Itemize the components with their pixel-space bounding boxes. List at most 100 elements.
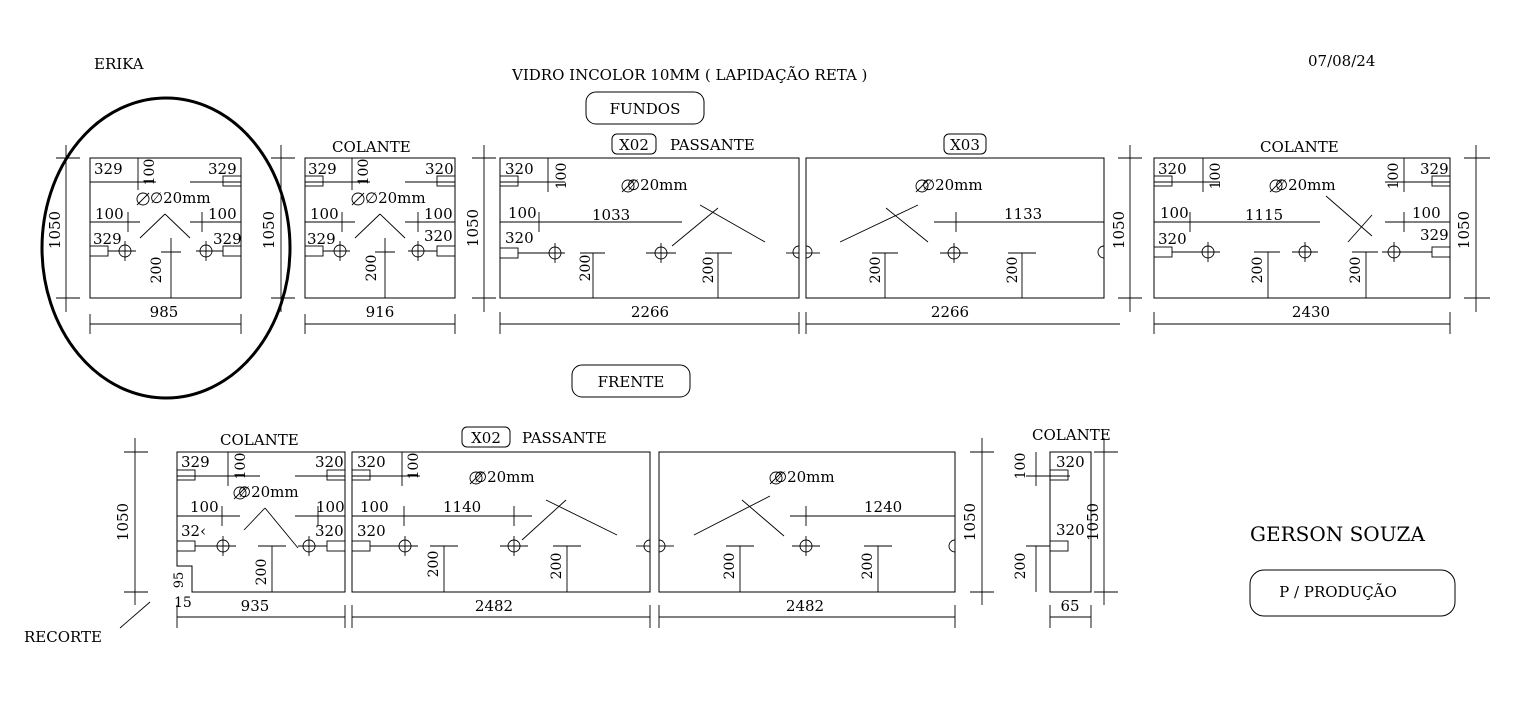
- svg-text:X02: X02: [471, 429, 501, 447]
- svg-text:200: 200: [254, 559, 270, 586]
- svg-text:RECORTE: RECORTE: [24, 628, 102, 646]
- svg-text:320: 320: [1056, 521, 1085, 539]
- panel-front-65: COLANTE 1050 65 320 100 320 200: [1013, 426, 1118, 628]
- svg-text:1050: 1050: [1110, 211, 1128, 249]
- svg-text:2266: 2266: [631, 303, 669, 321]
- svg-text:916: 916: [366, 303, 395, 321]
- svg-text:100: 100: [142, 159, 158, 186]
- svg-text:320: 320: [505, 229, 534, 247]
- panel-front-2482-right: 1050 2482 ∅20mm 1240 200 200: [658, 438, 994, 628]
- svg-text:P / PRODUÇÃO: P / PRODUÇÃO: [1279, 583, 1397, 601]
- svg-text:329: 329: [208, 160, 237, 178]
- svg-text:∅20mm: ∅20mm: [922, 176, 983, 194]
- svg-text:100: 100: [310, 205, 339, 223]
- svg-text:2430: 2430: [1292, 303, 1330, 321]
- svg-text:100: 100: [424, 205, 453, 223]
- svg-text:∅20mm: ∅20mm: [238, 483, 299, 501]
- svg-text:200: 200: [364, 255, 380, 282]
- panel-back-985: 1050 985 329 329 100 ∅20mm 100 100 329 3…: [46, 145, 242, 334]
- highlight-ellipse: [40, 96, 292, 400]
- svg-text:1115: 1115: [1245, 206, 1283, 224]
- svg-text:985: 985: [150, 303, 179, 321]
- svg-text:100: 100: [95, 205, 124, 223]
- svg-text:200: 200: [426, 551, 442, 578]
- svg-text:1050: 1050: [464, 209, 482, 247]
- svg-text:65: 65: [1060, 597, 1079, 615]
- svg-text:2266: 2266: [931, 303, 969, 321]
- svg-text:329: 329: [213, 230, 242, 248]
- svg-text:COLANTE: COLANTE: [332, 138, 411, 156]
- svg-text:100: 100: [190, 498, 219, 516]
- svg-text:329: 329: [1420, 226, 1449, 244]
- svg-text:320: 320: [357, 453, 386, 471]
- label-x02-passante-top: X02 PASSANTE: [611, 133, 755, 155]
- svg-text:200: 200: [1005, 257, 1021, 284]
- svg-text:935: 935: [241, 597, 270, 615]
- panel-back-2266-left: 1050 2266 320 100 ∅20mm 100 1033 320 200…: [464, 145, 800, 334]
- svg-text:329: 329: [307, 230, 336, 248]
- svg-text:329: 329: [308, 160, 337, 178]
- svg-text:1033: 1033: [592, 206, 630, 224]
- svg-text:100: 100: [360, 498, 389, 516]
- svg-text:100: 100: [233, 453, 249, 480]
- svg-text:2482: 2482: [475, 597, 513, 615]
- svg-text:∅20mm: ∅20mm: [774, 468, 835, 486]
- svg-text:100: 100: [1208, 163, 1224, 190]
- svg-text:200: 200: [1013, 553, 1029, 580]
- svg-text:100: 100: [316, 498, 345, 516]
- author-name: GERSON SOUZA: [1250, 522, 1425, 546]
- svg-text:100: 100: [406, 453, 422, 480]
- svg-text:X02: X02: [619, 136, 649, 154]
- svg-text:100: 100: [554, 163, 570, 190]
- panel-back-2266-right: 1050 2266 ∅20mm 1133 200 200: [805, 145, 1142, 334]
- svg-text:1133: 1133: [1004, 205, 1042, 223]
- label-x03-top: X03: [943, 133, 987, 155]
- svg-text:200: 200: [868, 257, 884, 284]
- client-name: ERIKA: [94, 55, 144, 73]
- svg-text:∅20mm: ∅20mm: [474, 468, 535, 486]
- svg-text:200: 200: [578, 255, 594, 282]
- recorte-label: RECORTE: [24, 601, 151, 646]
- svg-text:X03: X03: [950, 136, 980, 154]
- material-title: VIDRO INCOLOR 10MM ( LAPIDAÇÃO RETA ): [511, 66, 867, 84]
- svg-text:100: 100: [1160, 204, 1189, 222]
- svg-text:100: 100: [1013, 453, 1029, 480]
- svg-text:∅20mm: ∅20mm: [150, 189, 211, 207]
- svg-text:200: 200: [549, 553, 565, 580]
- production-stamp: P / PRODUÇÃO: [1249, 569, 1456, 617]
- svg-text:2482: 2482: [786, 597, 824, 615]
- svg-text:95: 95: [172, 572, 187, 589]
- panel-front-2482-left: 2482 320 100 ∅20mm 100 1140 320 200 200: [351, 451, 651, 628]
- svg-text:320: 320: [315, 522, 344, 540]
- svg-text:320: 320: [425, 160, 454, 178]
- svg-text:COLANTE: COLANTE: [1260, 138, 1339, 156]
- svg-text:320: 320: [1158, 230, 1187, 248]
- svg-text:1050: 1050: [114, 503, 132, 541]
- svg-text:200: 200: [722, 553, 738, 580]
- svg-text:1050: 1050: [961, 503, 979, 541]
- svg-text:329: 329: [181, 453, 210, 471]
- svg-text:329: 329: [93, 230, 122, 248]
- section-frente: FRENTE: [571, 364, 691, 398]
- svg-text:329: 329: [1420, 160, 1449, 178]
- svg-text:200: 200: [149, 257, 165, 284]
- svg-text:32‹: 32‹: [181, 522, 206, 540]
- svg-text:320: 320: [505, 160, 534, 178]
- svg-text:100: 100: [356, 159, 372, 186]
- section-fundos: FUNDOS: [585, 91, 705, 125]
- label-x02-passante-bottom: X02 PASSANTE: [461, 426, 607, 448]
- panel-back-2430: COLANTE 1050 2430 320 100 329 100 ∅20mm …: [1153, 138, 1490, 334]
- svg-text:FRENTE: FRENTE: [598, 373, 665, 391]
- panel-front-935: COLANTE 1050 935 329 320 100 ∅20mm 100 1…: [114, 431, 346, 628]
- svg-text:∅20mm: ∅20mm: [365, 189, 426, 207]
- svg-text:329: 329: [94, 160, 123, 178]
- svg-text:320: 320: [1056, 453, 1085, 471]
- svg-text:∅20mm: ∅20mm: [627, 176, 688, 194]
- svg-text:320: 320: [1158, 160, 1187, 178]
- svg-text:320: 320: [424, 227, 453, 245]
- svg-text:1240: 1240: [864, 498, 902, 516]
- svg-text:1050: 1050: [260, 211, 278, 249]
- svg-text:1050: 1050: [1455, 211, 1473, 249]
- svg-text:FUNDOS: FUNDOS: [610, 100, 681, 118]
